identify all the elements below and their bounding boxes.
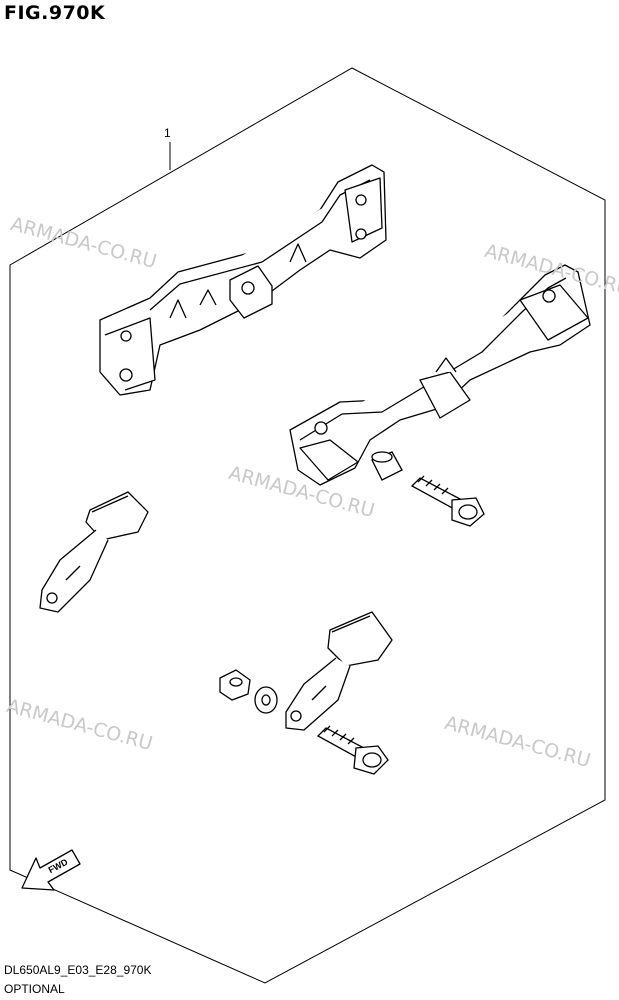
washer (254, 686, 278, 714)
flange-bolt-lower (316, 725, 389, 775)
stay-bracket-left (39, 491, 149, 613)
diagram-description: OPTIONAL (4, 982, 65, 996)
fwd-arrow-icon: FWD (21, 849, 81, 891)
diagram-code: DL650AL9_E03_E28_970K (4, 963, 152, 977)
stay-bracket-right (285, 611, 393, 731)
figure-title: FIG.970K (4, 2, 106, 24)
carrier-bracket-left (99, 164, 387, 396)
flange-nut (219, 669, 251, 701)
callout-1: 1 (164, 126, 171, 140)
spacer-collar (371, 451, 403, 481)
carrier-bracket-right (289, 264, 591, 486)
flange-bolt-upper (410, 475, 485, 527)
kit-outline (9, 67, 606, 984)
